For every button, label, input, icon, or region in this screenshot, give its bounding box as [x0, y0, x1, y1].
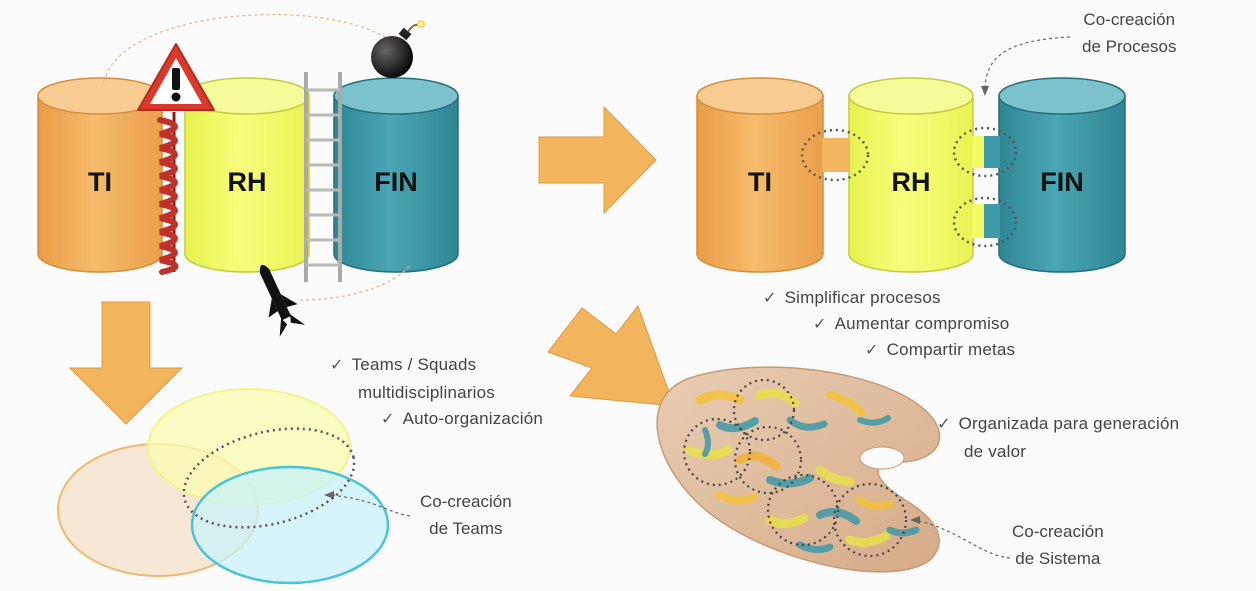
dotted-highlight — [800, 128, 870, 182]
callout-procesos: Co-creación de Procesos — [1082, 6, 1177, 60]
silo-label-fin: FIN — [1040, 167, 1084, 197]
callout-leader — [984, 36, 1071, 91]
connector-ti-rh — [822, 138, 850, 172]
silo-fin-after — [998, 77, 1126, 273]
checklist-item: ✓Teams / Squads — [330, 355, 477, 374]
check-icon: ✓ — [937, 416, 951, 433]
silo-ti-before — [37, 77, 163, 273]
dotted-highlight — [952, 196, 1018, 248]
callout-line: de Teams — [429, 519, 503, 538]
silo-label-fin: FIN — [374, 167, 418, 197]
dotted-highlight — [952, 126, 1018, 178]
silo-fin-before — [333, 77, 459, 273]
silo-label-ti: TI — [748, 167, 772, 197]
silo-rh-before — [184, 77, 310, 273]
check-icon: ✓ — [763, 290, 777, 307]
arrow-right — [538, 105, 657, 215]
silo-label-rh: RH — [891, 167, 931, 197]
palette-icon — [656, 366, 941, 573]
checklist-item-continuation: de valor — [964, 442, 1027, 461]
checklist-item-continuation: multidisciplinarios — [358, 383, 496, 402]
dashed-connector — [299, 264, 411, 301]
teams-venn — [57, 388, 390, 585]
callout-teams: Co-creación de Teams — [420, 488, 512, 542]
callout-line: Co-creación — [1012, 522, 1104, 541]
bomb-icon — [371, 20, 425, 78]
checklist-item: ✓Simplificar procesos — [763, 288, 941, 307]
checklist-item: ✓Auto-organización — [381, 409, 544, 428]
check-icon: ✓ — [381, 411, 395, 428]
checklist-item: ✓Organizada para generación — [937, 414, 1180, 433]
silo-rh-after — [848, 77, 974, 273]
callout-line: Co-creación — [1083, 10, 1176, 29]
callout-sistema: Co-creación de Sistema — [1012, 518, 1104, 572]
missile-icon — [259, 264, 306, 337]
check-icon: ✓ — [865, 342, 879, 359]
arrow-down — [68, 301, 184, 425]
check-icon: ✓ — [813, 316, 827, 333]
callout-line: Co-creación — [420, 492, 512, 511]
check-icon: ✓ — [330, 357, 344, 374]
arrow-diagonal — [547, 304, 675, 407]
checklist-item: ✓Aumentar compromiso — [813, 314, 1010, 333]
callout-line: de Sistema — [1015, 549, 1101, 568]
silo-label-rh: RH — [227, 167, 267, 197]
ladder-icon — [304, 72, 342, 282]
callout-line: de Procesos — [1082, 37, 1177, 56]
warning-icon — [137, 43, 215, 111]
dashed-connector — [103, 13, 391, 83]
silo-ti-after — [696, 77, 824, 273]
callout-leader — [329, 494, 411, 517]
checklist-item: ✓Compartir metas — [865, 340, 1016, 359]
helix-icon — [157, 112, 179, 275]
silo-label-ti: TI — [88, 167, 112, 197]
